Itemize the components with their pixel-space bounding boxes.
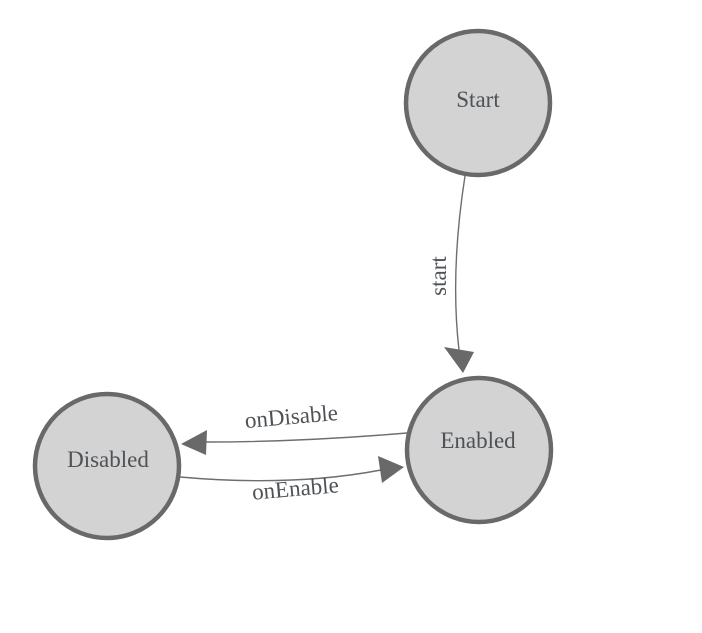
edge-start-to-enabled-line [454, 175, 466, 351]
arrowhead-right-icon [378, 456, 404, 483]
state-node-start-circle [403, 28, 553, 178]
arrowhead-down-icon [444, 347, 474, 373]
edge-disabled-to-enabled-line [179, 469, 382, 482]
state-node-enabled-circle [404, 375, 554, 525]
edge-enabled-to-disabled-line [205, 432, 408, 443]
edge-label-start: start [426, 256, 451, 296]
state-node-enabled-label: Enabled [440, 428, 516, 453]
edge-enabled-to-disabled: onDisable [181, 400, 408, 455]
edge-disabled-to-enabled: onEnable [179, 456, 404, 505]
state-node-disabled-circle [32, 391, 182, 541]
state-node-disabled: Disabled [32, 391, 182, 541]
state-node-disabled-label: Disabled [67, 447, 149, 472]
state-node-start-label: Start [456, 87, 500, 112]
state-node-start: Start [403, 28, 553, 178]
state-node-enabled: Enabled [404, 375, 554, 525]
arrowhead-left-icon [181, 430, 207, 455]
edge-start-to-enabled: start [426, 175, 474, 373]
edge-label-onenable: onEnable [251, 472, 340, 504]
edge-label-ondisable: onDisable [244, 400, 339, 433]
